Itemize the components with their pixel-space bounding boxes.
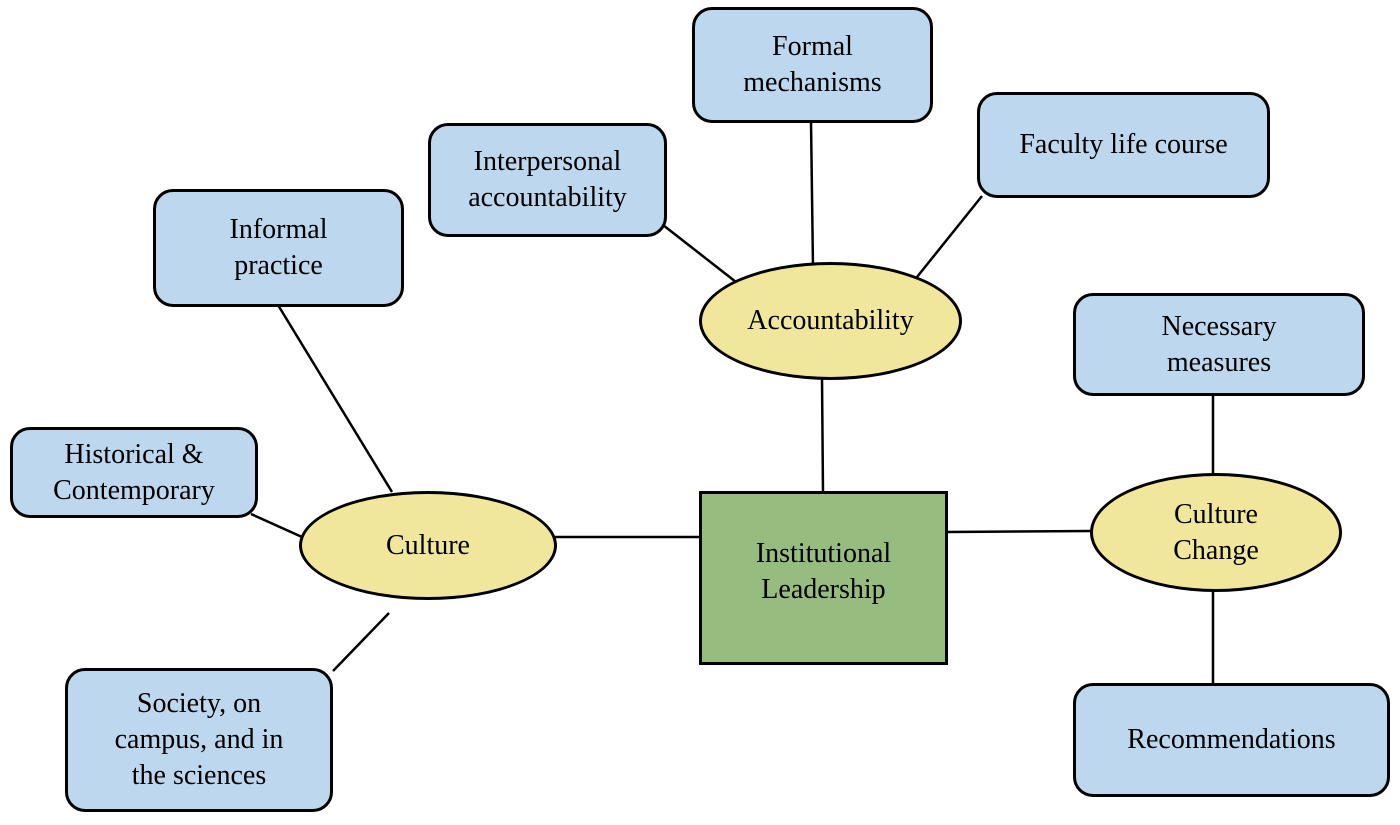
edge-historical-culture [250, 512, 303, 539]
node-historical-contemporary: Historical & Contemporary [10, 427, 258, 518]
node-recommendations: Recommendations [1073, 683, 1390, 797]
edge-interpersonal-accountability [662, 224, 737, 283]
edge-faculty-accountability [916, 195, 983, 278]
edge-informal-culture [276, 304, 394, 493]
node-institutional-leadership: Institutional Leadership [699, 491, 948, 665]
edge-formal-accountability [809, 120, 815, 269]
edge-leadership-culturechange [945, 529, 1093, 534]
node-informal-practice: Informal practice [153, 189, 404, 307]
node-society-campus-sciences: Society, on campus, and in the sciences [65, 668, 333, 812]
node-culture-change: Culture Change [1090, 473, 1342, 592]
node-accountability: Accountability [699, 262, 962, 380]
edge-culture-society [332, 612, 390, 672]
node-formal-mechanisms: Formal mechanisms [692, 7, 933, 123]
node-interpersonal-accountability: Interpersonal accountability [428, 123, 667, 237]
node-culture: Culture [299, 491, 557, 600]
edge-accountability-leadership [820, 377, 825, 494]
node-necessary-measures: Necessary measures [1073, 293, 1365, 396]
node-faculty-life-course: Faculty life course [977, 92, 1270, 198]
